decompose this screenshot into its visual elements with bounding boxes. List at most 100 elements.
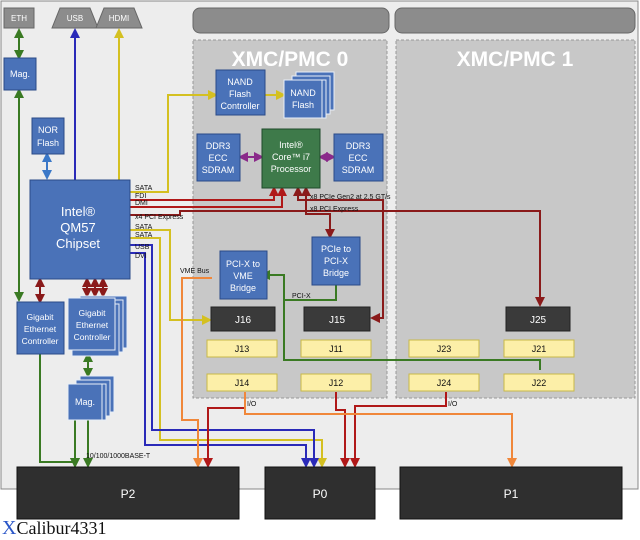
mag-bottom-label: Mag. bbox=[75, 397, 95, 407]
j21-label: J21 bbox=[532, 344, 547, 354]
cpu-label-3: Processor bbox=[271, 164, 312, 174]
j25-label: J25 bbox=[530, 315, 547, 326]
pcix-vme-label-1: PCI-X to bbox=[226, 259, 260, 269]
nand-ctrl-label-1: NAND bbox=[227, 77, 253, 87]
io-left: I/O bbox=[247, 401, 257, 408]
gbe2-label-1: Gigabit bbox=[79, 308, 107, 318]
j22-label: J22 bbox=[532, 378, 547, 388]
gbe2-label-3: Controller bbox=[74, 332, 111, 342]
bus-vme: VME Bus bbox=[180, 268, 210, 275]
core-i7-processor bbox=[261, 128, 321, 189]
ddr-left-label-3: SDRAM bbox=[202, 165, 235, 175]
bus-dmi: DMI bbox=[135, 200, 148, 207]
bus-sata-2: SATA bbox=[135, 224, 153, 231]
nand-flash-stack bbox=[283, 71, 335, 119]
xmc1-module bbox=[395, 39, 636, 399]
usb-label: USB bbox=[67, 14, 83, 23]
backplane-p2 bbox=[16, 466, 240, 520]
jack-j15 bbox=[303, 306, 371, 332]
bus-dvi: DVI bbox=[135, 253, 147, 260]
ddr-left-label-2: ECC bbox=[208, 153, 228, 163]
nor-label-2: Flash bbox=[37, 138, 59, 148]
gbe2-label-2: Ethernet bbox=[76, 320, 109, 330]
nor-label-1: NOR bbox=[38, 125, 59, 135]
j16-label: J16 bbox=[235, 315, 252, 326]
jack-j23 bbox=[408, 339, 480, 358]
nand-label-1: NAND bbox=[290, 88, 316, 98]
io-right: I/O bbox=[448, 401, 458, 408]
ddr3-right bbox=[333, 133, 384, 182]
pcie-pcix-label-1: PCIe to bbox=[321, 244, 351, 254]
ddr-right-label-3: SDRAM bbox=[342, 165, 375, 175]
product-name: XCalibur4331 bbox=[2, 517, 106, 540]
brand-rest: Calibur4331 bbox=[16, 518, 107, 538]
jack-j25 bbox=[505, 306, 571, 332]
eth-label: ETH bbox=[11, 14, 27, 23]
chipset-label-1: Intel® bbox=[61, 204, 96, 219]
p2-label: P2 bbox=[121, 487, 136, 501]
j11-label: J11 bbox=[329, 344, 343, 354]
top-connectors: ETH USB HDMI bbox=[3, 7, 143, 29]
brand-x: X bbox=[2, 517, 17, 539]
cpu-label-1: Intel® bbox=[279, 140, 303, 150]
pcix-vme-label-2: VME bbox=[233, 271, 253, 281]
usb-connector bbox=[51, 7, 99, 29]
qm57-chipset bbox=[29, 179, 131, 280]
jack-j21 bbox=[503, 339, 575, 358]
mag-top-label: Mag. bbox=[10, 69, 30, 79]
chipset-label-3: Chipset bbox=[56, 236, 100, 251]
nand-ctrl-label-2: Flash bbox=[229, 89, 251, 99]
j12-label: J12 bbox=[329, 378, 344, 388]
gigabit-ethernet-2-stack bbox=[67, 295, 128, 357]
bus-fdi: FDI bbox=[135, 193, 146, 200]
mag-top bbox=[3, 57, 37, 91]
xmc0-header bbox=[192, 7, 390, 34]
bus-sata-3: SATA bbox=[135, 232, 153, 239]
xmc0-title: XMC/PMC 0 bbox=[232, 48, 349, 71]
backplane-p0 bbox=[264, 466, 376, 520]
gbe1-label-3: Controller bbox=[22, 336, 59, 346]
gbe1-label-2: Ethernet bbox=[24, 324, 57, 334]
p0-label: P0 bbox=[313, 487, 328, 501]
jack-j11 bbox=[300, 339, 372, 358]
gigabit-ethernet-1 bbox=[16, 301, 65, 355]
ddr-right-label-1: DDR3 bbox=[346, 141, 371, 151]
pcie-pcix-bridge bbox=[311, 236, 361, 286]
nand-ctrl-label-3: Controller bbox=[220, 101, 259, 111]
jack-j16 bbox=[210, 306, 276, 332]
j14-label: J14 bbox=[235, 378, 250, 388]
gigabit-ethernet-2 bbox=[67, 297, 116, 351]
j23-label: J23 bbox=[437, 344, 452, 354]
cpu-label-2: Core™ i7 bbox=[272, 152, 310, 162]
wires bbox=[14, 28, 545, 468]
nand-label-2: Flash bbox=[292, 100, 314, 110]
nand-flash-controller bbox=[215, 69, 266, 116]
ddr3-left bbox=[196, 133, 241, 182]
bus-pcie-gen2: x8 PCIe Gen2 at 2.5 GT/s bbox=[310, 194, 391, 201]
nand-flash bbox=[283, 79, 323, 119]
backplane-p1 bbox=[399, 466, 623, 520]
pcie-pcix-label-3: Bridge bbox=[323, 268, 349, 278]
jack-j12 bbox=[300, 373, 372, 392]
ddr-left-label-1: DDR3 bbox=[206, 141, 231, 151]
hdmi-label: HDMI bbox=[109, 14, 129, 23]
chipset-label-2: QM57 bbox=[60, 220, 95, 235]
pcix-vme-label-3: Bridge bbox=[230, 283, 256, 293]
bus-pcix: PCI-X bbox=[292, 293, 311, 300]
mag-bottom-stack bbox=[67, 375, 115, 421]
j13-label: J13 bbox=[235, 344, 250, 354]
bus-ethernet: 10/100/1000BASE-T bbox=[86, 453, 151, 460]
pcix-vme-bridge bbox=[219, 250, 268, 300]
xmc1-title: XMC/PMC 1 bbox=[457, 48, 574, 71]
gbe1-label-1: Gigabit bbox=[27, 312, 55, 322]
p1-label: P1 bbox=[504, 487, 519, 501]
jack-j24 bbox=[408, 373, 480, 392]
j24-label: J24 bbox=[437, 378, 452, 388]
j15-label: J15 bbox=[329, 315, 346, 326]
jack-j14 bbox=[206, 373, 278, 392]
ddr-right-label-2: ECC bbox=[348, 153, 368, 163]
pcie-pcix-label-2: PCI-X bbox=[324, 256, 348, 266]
nor-flash bbox=[31, 117, 65, 155]
hdmi-connector bbox=[95, 7, 143, 29]
